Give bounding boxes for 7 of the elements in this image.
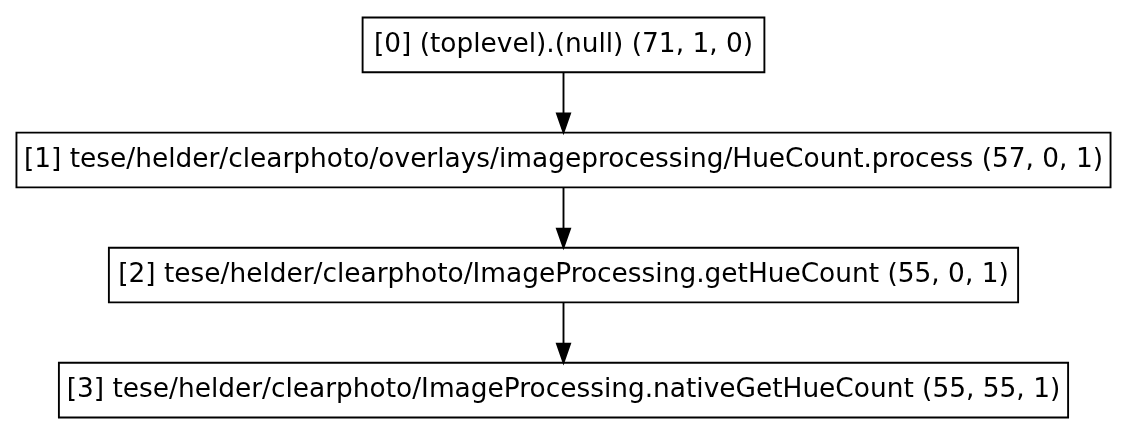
arrow [555,71,572,135]
node-box: [2] tese/helder/clearphoto/ImageProcessing.getHueCount (55, 0, 1) [107,246,1020,303]
node-box: [1] tese/helder/clearphoto/overlays/imageprocessing/HueCount.process (57, 0, 1) [15,131,1112,188]
node-box: [3] tese/helder/clearphoto/ImageProcessing.nativeGetHueCount (55, 55, 1) [57,361,1070,418]
node-box: [0] (toplevel).(null) (71, 1, 0) [361,16,766,73]
arrow [555,301,572,365]
arrow [555,186,572,250]
